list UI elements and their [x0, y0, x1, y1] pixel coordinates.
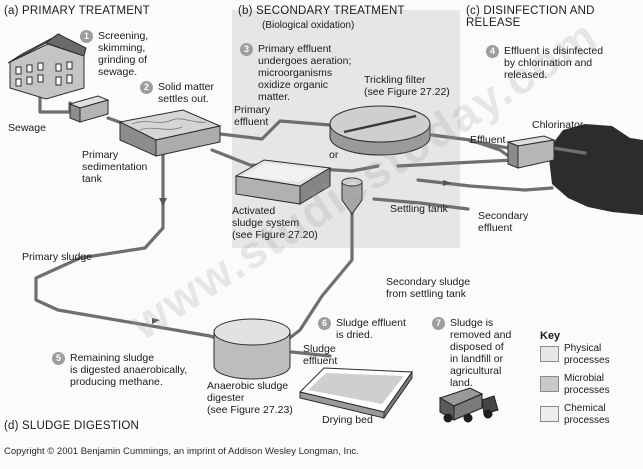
- pipe-settling-out: [372, 197, 470, 211]
- label-trickling-filter: Trickling filter (see Figure 27.22): [364, 74, 450, 98]
- key-label-chemical: Chemical processes: [564, 403, 610, 426]
- pipe-to-chlorinator: [468, 139, 510, 150]
- label-primary-sedimentation-tank: Primary sedimentation tank: [82, 149, 148, 185]
- label-drying-bed: Drying bed: [322, 414, 373, 426]
- step-1-text: Screening, skimming, grinding of sewage.: [98, 30, 149, 78]
- step-1-badge: 1: [80, 30, 93, 43]
- step-6-text: Sludge effluent is dried.: [336, 317, 406, 341]
- arrow-right-sludge: [152, 318, 160, 324]
- step-6-badge: 6: [318, 317, 331, 330]
- label-chlorinator: Chlorinator: [532, 119, 584, 131]
- step-5-badge: 5: [52, 352, 65, 365]
- key-label-physical: Physical processes: [564, 343, 610, 366]
- step-4-badge: 4: [486, 45, 499, 58]
- pipe-chlorinator-out: [551, 146, 587, 155]
- step-7-text: Sludge is removed and disposed of in lan…: [450, 317, 512, 389]
- label-activated-sludge-system: Activated sludge system (see Figure 27.2…: [232, 205, 318, 241]
- arrow-right-effluent: [443, 180, 452, 186]
- trickling-filter: [329, 105, 431, 156]
- pipe-digester-to-bed: [290, 350, 332, 358]
- key-title: Key: [540, 330, 561, 342]
- label-sewage: Sewage: [8, 122, 46, 134]
- label-effluent: Effluent: [470, 134, 506, 146]
- section-b-subheading: (Biological oxidation): [262, 20, 355, 31]
- label-sludge-effluent: Sludge effluent: [303, 343, 338, 367]
- step-2-text: Solid matter settles out.: [158, 81, 215, 105]
- step-2-badge: 2: [140, 81, 153, 94]
- label-secondary-sludge: Secondary sludge from settling tank: [386, 276, 471, 300]
- section-a-heading: (a) PRIMARY TREATMENT: [4, 5, 150, 17]
- pipe-tank-to-filter: [210, 119, 332, 141]
- activated-sludge-tank: [234, 159, 332, 205]
- label-secondary-effluent: Secondary effluent: [478, 210, 529, 234]
- label-or: or: [329, 149, 339, 161]
- key-label-microbial: Microbial processes: [564, 373, 610, 396]
- step-5-text: Remaining sludge is digested anaerobical…: [70, 352, 188, 388]
- coastline-shape: [548, 124, 643, 215]
- label-anaerobic-digester: Anaerobic sludge digester (see Figure 27…: [207, 380, 293, 416]
- label-primary-sludge: Primary sludge: [22, 251, 93, 263]
- section-d-heading: (d) SLUDGE DIGESTION: [4, 420, 139, 432]
- dump-truck: [438, 387, 499, 423]
- section-b-heading: (b) SECONDARY TREATMENT: [238, 5, 405, 17]
- step-7-badge: 7: [432, 317, 445, 330]
- anaerobic-digester: [213, 318, 291, 380]
- flow-arrows: [152, 180, 452, 324]
- step-3-text: Primary effluent undergoes aeration; mic…: [258, 43, 352, 103]
- drying-bed: [299, 367, 413, 420]
- copyright-line: Copyright © 2001 Benjamin Cummings, an i…: [4, 446, 359, 457]
- section-c-heading: (c) DISINFECTION AND RELEASE: [466, 5, 595, 29]
- key-swatch-physical: [540, 346, 559, 362]
- key-swatch-chemical: [540, 406, 559, 422]
- step-4-text: Effluent is disinfected by chlorination …: [504, 45, 604, 81]
- label-settling-tank: Settling tank: [390, 203, 448, 215]
- key-swatch-microbial: [540, 376, 559, 392]
- pipe-filter-loop: [396, 133, 516, 168]
- pipe-primary-sludge: [34, 148, 224, 342]
- pipe-secondary-sludge: [280, 206, 354, 346]
- primary-sedimentation-tank: [118, 109, 222, 157]
- pipe-house-to-screen: [38, 96, 72, 114]
- arrow-down-sludge: [159, 198, 167, 206]
- screening-unit: [68, 95, 110, 123]
- step-3-badge: 3: [240, 43, 253, 56]
- chlorinator-unit: [506, 135, 556, 169]
- house-illustration: [7, 33, 87, 100]
- settling-tank: [341, 177, 363, 215]
- label-primary-effluent: Primary effluent: [234, 104, 271, 128]
